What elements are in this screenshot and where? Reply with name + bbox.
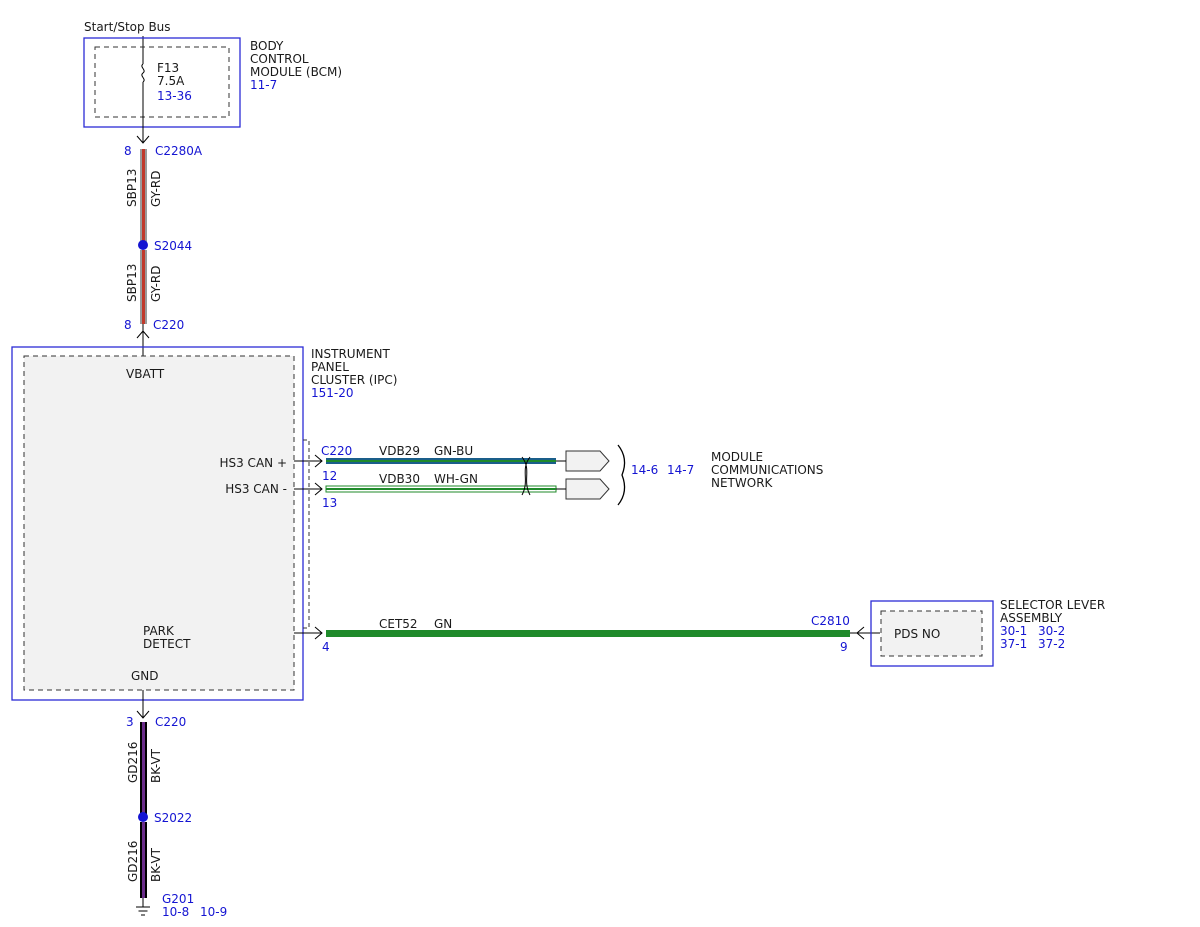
connector-arrow-icon	[314, 482, 323, 496]
bus-label: Start/Stop Bus	[84, 20, 171, 34]
can-color-minus: WH-GN	[434, 472, 478, 486]
can-color-plus: GN-BU	[434, 444, 473, 458]
ipc-name-line1: INSTRUMENT	[311, 347, 390, 361]
can-ref1-link[interactable]: 14-6	[631, 463, 658, 477]
selector-name-line1: SELECTOR LEVER	[1000, 598, 1105, 612]
ipc-park-label-line2: DETECT	[143, 637, 191, 651]
twisted-pair-icon	[521, 456, 531, 496]
ground-ref1-link[interactable]: 10-8	[162, 905, 189, 919]
wire-bk-vt-1[interactable]	[140, 722, 147, 818]
wire-gy-rd-2[interactable]	[140, 250, 147, 324]
park-pin-ipc: 4	[322, 640, 330, 654]
can-ref2-link[interactable]: 14-7	[667, 463, 694, 477]
connector-arrow-icon	[136, 135, 150, 144]
bcm-name-line2: CONTROL	[250, 52, 309, 66]
selector-module-box[interactable]	[870, 600, 994, 667]
connector-arrow-icon	[314, 626, 323, 640]
ipc-hs3-plus-label: HS3 CAN +	[219, 456, 287, 470]
fuse-ref-link[interactable]: 13-36	[157, 89, 192, 103]
network-arrow-minus-icon[interactable]	[565, 478, 610, 500]
ground-icon[interactable]	[136, 898, 150, 916]
ipc-gnd-label: GND	[131, 669, 159, 683]
bcm-inner-box	[94, 46, 230, 118]
wire-wh-gn[interactable]	[325, 485, 557, 493]
can-pin-minus: 13	[322, 496, 337, 510]
park-color: GN	[434, 617, 452, 631]
ipc-hs3-minus-label: HS3 CAN -	[225, 482, 287, 496]
fuse-rating: 7.5A	[157, 74, 185, 88]
network-name-line1: MODULE	[711, 450, 763, 464]
c220-bottom-connector[interactable]: C220	[155, 715, 186, 729]
ipc-vbatt-label: VBATT	[126, 367, 165, 381]
c220-top-pin: 8	[124, 318, 132, 332]
bcm-name-line3: MODULE (BCM)	[250, 65, 342, 79]
wire-upper-circuit: SBP13	[125, 169, 139, 207]
c220-bottom-pin: 3	[126, 715, 134, 729]
ipc-module-box[interactable]	[11, 346, 304, 701]
fuse-name: F13	[157, 61, 179, 75]
fuse-icon	[141, 63, 145, 83]
bcm-ref-link[interactable]: 11-7	[250, 78, 277, 92]
ipc-name-line3: CLUSTER (IPC)	[311, 373, 397, 387]
connector-arrow-icon	[856, 626, 865, 640]
splice-s2022-dot[interactable]	[138, 812, 148, 822]
can-circuit-minus: VDB30	[379, 472, 420, 486]
ipc-name-line2: PANEL	[311, 360, 349, 374]
ipc-park-label-line1: PARK	[143, 624, 175, 638]
selector-name-line2: ASSEMBLY	[1000, 611, 1063, 625]
ipc-inner-box	[23, 355, 295, 691]
wire-gn-bu[interactable]	[326, 458, 556, 464]
wire-bk-vt-2[interactable]	[140, 822, 147, 898]
bcm-name-line1: BODY	[250, 39, 284, 53]
selector-ref-d-link[interactable]: 37-2	[1038, 637, 1065, 651]
wire-upper-color: GY-RD	[149, 170, 163, 207]
park-pin-far: 9	[840, 640, 848, 654]
splice-s2044-dot[interactable]	[138, 240, 148, 250]
ground-label[interactable]: G201	[162, 892, 194, 906]
can-connector[interactable]: C220	[321, 444, 352, 458]
park-connector-far[interactable]: C2810	[811, 614, 850, 628]
park-circuit: CET52	[379, 617, 418, 631]
connector-arrow-icon	[136, 710, 150, 719]
c220-top-connector[interactable]: C220	[153, 318, 184, 332]
wire-gn[interactable]	[326, 630, 850, 637]
can-pin-plus: 12	[322, 469, 337, 483]
network-name-line3: NETWORK	[711, 476, 774, 490]
network-arrow-plus-icon[interactable]	[565, 450, 610, 472]
selector-switch-label: PDS NO	[894, 627, 940, 641]
ipc-ref-link[interactable]: 151-20	[311, 386, 354, 400]
bcm-module-box[interactable]	[83, 37, 241, 128]
splice-s2022-label: S2022	[154, 811, 192, 825]
selector-inner-box	[880, 610, 983, 657]
c2280a-pin: 8	[124, 144, 132, 158]
wire-gy-rd-1[interactable]	[140, 149, 147, 245]
selector-ref-c-link[interactable]: 37-1	[1000, 637, 1027, 651]
ground-ref2-link[interactable]: 10-9	[200, 905, 227, 919]
c2280a-connector[interactable]: C2280A	[155, 144, 203, 158]
splice-s2044-label: S2044	[154, 239, 192, 253]
wire-lower2-color: BK-VT	[149, 847, 163, 882]
selector-ref-a-link[interactable]: 30-1	[1000, 624, 1027, 638]
c220-connector-outline	[303, 439, 310, 629]
can-circuit-plus: VDB29	[379, 444, 420, 458]
wire-lower2-circuit: GD216	[126, 841, 140, 882]
brace-icon	[617, 444, 626, 506]
network-name-line2: COMMUNICATIONS	[711, 463, 823, 477]
wire-upper2-circuit: SBP13	[125, 264, 139, 302]
connector-arrow-icon	[314, 454, 323, 468]
selector-ref-b-link[interactable]: 30-2	[1038, 624, 1065, 638]
wire-lower-circuit: GD216	[126, 742, 140, 783]
wire-lower-color: BK-VT	[149, 748, 163, 783]
wire-upper2-color: GY-RD	[149, 265, 163, 302]
